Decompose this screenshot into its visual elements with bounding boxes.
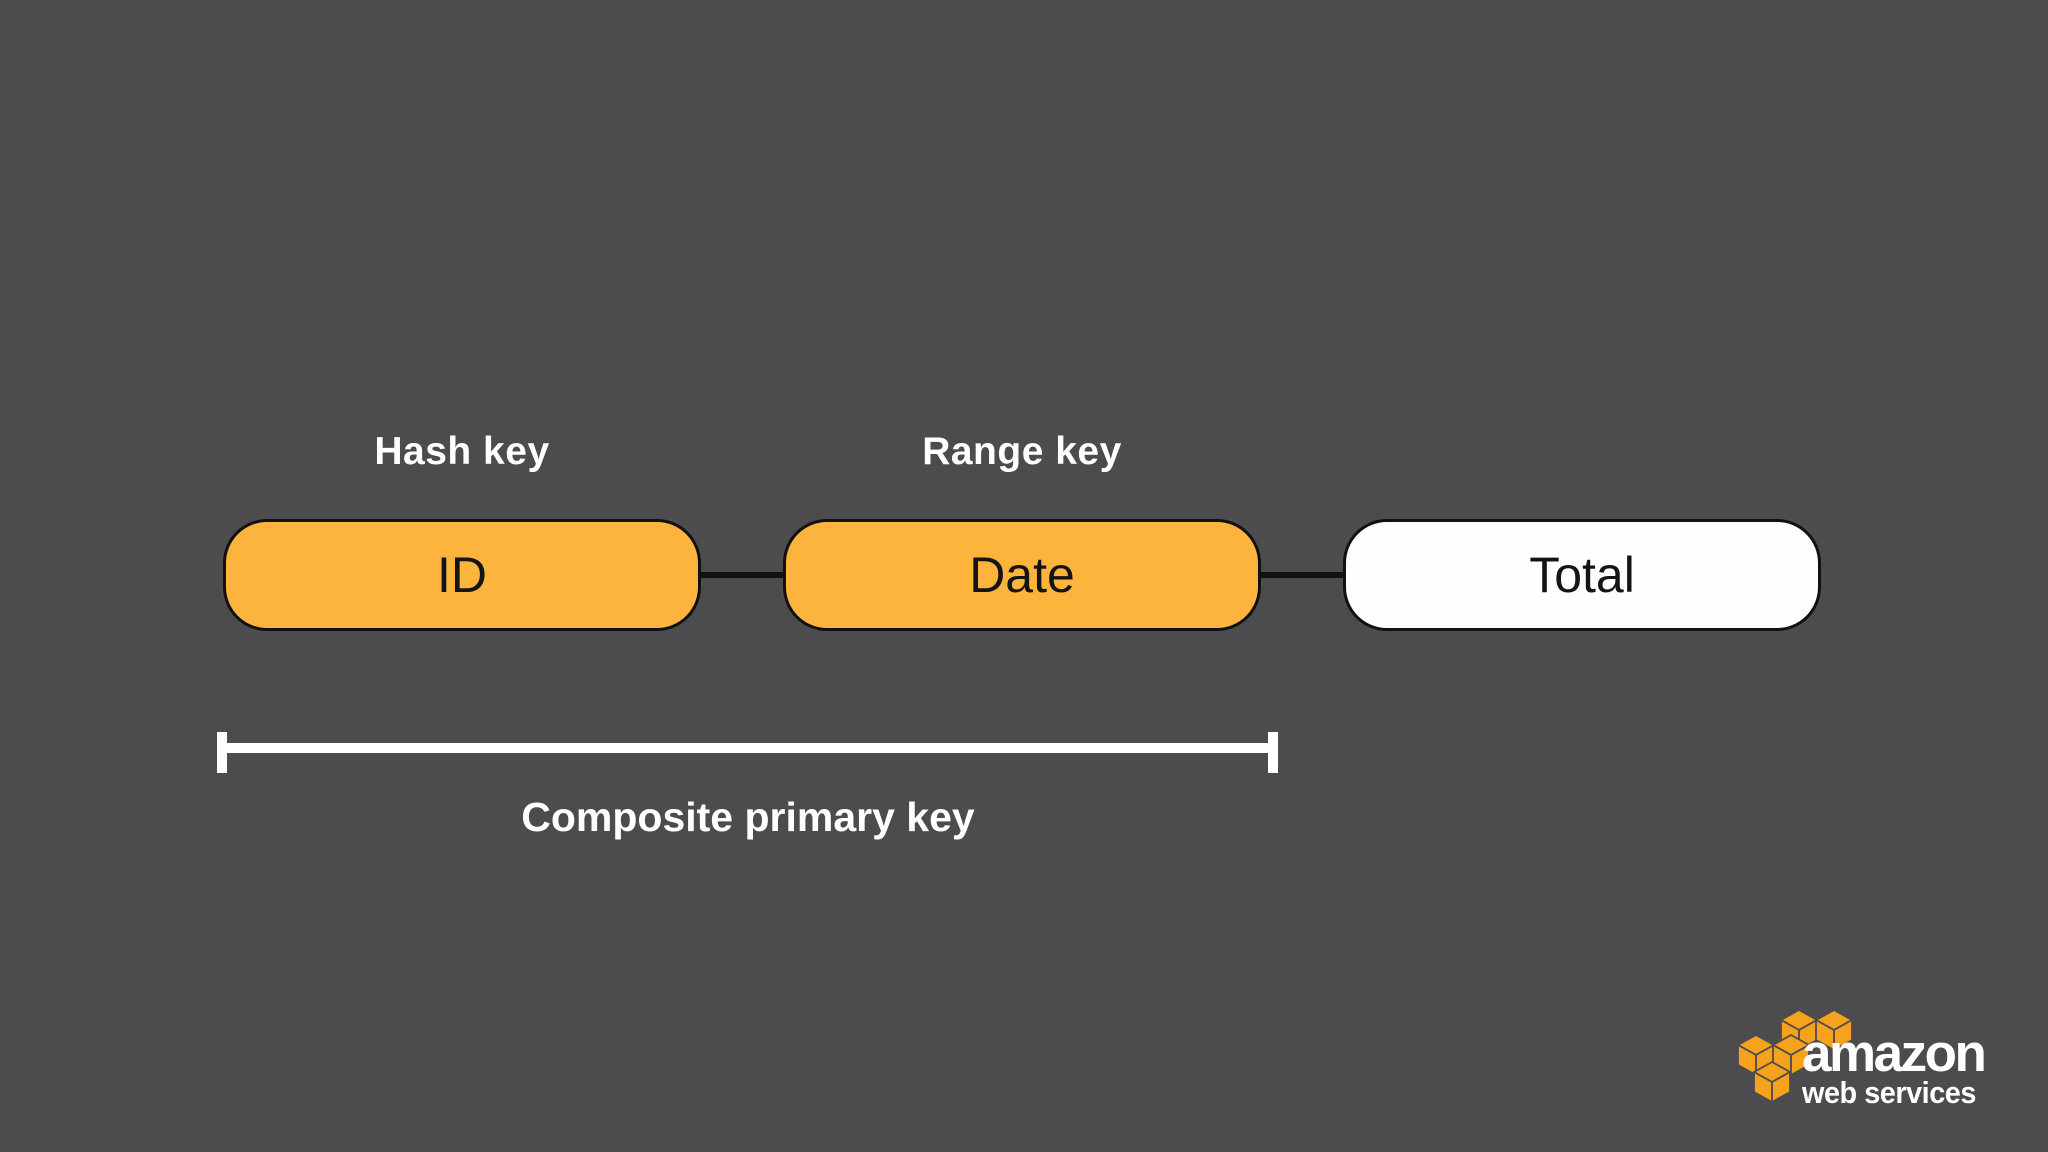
aws-logo-text: amazon web services xyxy=(1802,1024,1989,1110)
composite-key-bracket xyxy=(222,743,1278,753)
composite-primary-key-label: Composite primary key xyxy=(521,794,975,840)
attribute-box-date: Date xyxy=(783,519,1261,631)
aws-subtext: web services xyxy=(1802,1075,1976,1110)
attribute-box-id-label: ID xyxy=(437,547,487,603)
attribute-box-date-label: Date xyxy=(969,547,1075,603)
hash-key-label: Hash key xyxy=(374,430,550,473)
connector-line-id-date xyxy=(695,572,789,578)
attribute-box-id: ID xyxy=(223,519,701,631)
attribute-box-total-label: Total xyxy=(1529,547,1635,603)
range-key-label: Range key xyxy=(922,430,1122,473)
attribute-box-total: Total xyxy=(1343,519,1821,631)
aws-brand-text: amazon xyxy=(1802,1024,1987,1083)
aws-logo: amazon web services xyxy=(1736,1006,1996,1122)
connector-line-date-total xyxy=(1255,572,1349,578)
composite-key-bracket-right-cap xyxy=(1268,732,1278,773)
